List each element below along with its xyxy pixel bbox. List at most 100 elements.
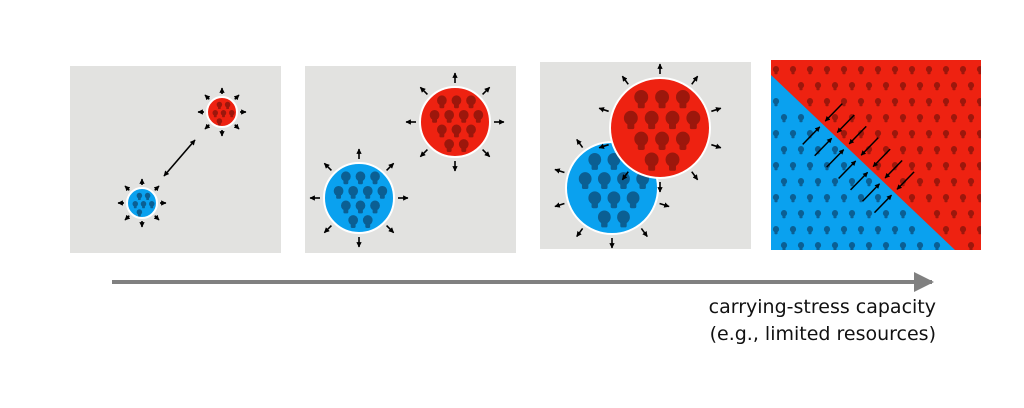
caption-line-2: (e.g., limited resources) <box>709 323 936 345</box>
cell-icon <box>950 114 958 123</box>
cell-icon <box>925 98 933 107</box>
cell-icon <box>229 109 235 118</box>
cell-icon <box>865 146 873 155</box>
pressure-arrow-icon <box>576 227 584 238</box>
cell-icon <box>216 118 223 126</box>
cell-icon <box>925 162 933 171</box>
cell-icon <box>950 178 958 187</box>
cell-icon <box>967 210 975 219</box>
pressure-arrow-icon <box>386 225 395 234</box>
cell-icon <box>675 89 690 109</box>
pressure-arrow-icon <box>873 194 893 214</box>
cell-icon <box>959 66 967 75</box>
cell-icon <box>831 242 839 250</box>
cell-icon <box>959 130 967 139</box>
cell-icon <box>985 178 991 186</box>
cell-icon <box>840 130 848 139</box>
cell-icon <box>848 82 856 91</box>
population-circle <box>117 178 167 228</box>
cell-icon <box>806 98 814 107</box>
pressure-arrow-icon <box>802 126 821 145</box>
cell-icon <box>967 146 975 155</box>
cell-icon <box>942 194 950 203</box>
cell-icon <box>925 66 933 75</box>
cell-icon <box>437 124 447 138</box>
pressure-arrow-icon <box>233 94 240 101</box>
cell-icon <box>857 194 865 203</box>
pressure-arrow-icon <box>691 75 699 85</box>
cell-icon <box>857 98 865 107</box>
pressure-arrow-icon <box>124 185 131 192</box>
cell-icon <box>899 210 907 219</box>
pressure-arrow-icon <box>896 171 915 190</box>
pressure-arrow-icon <box>576 138 584 149</box>
cell-icon <box>848 210 856 219</box>
cell-icon <box>634 89 649 109</box>
cell-icon <box>865 178 873 187</box>
cell-icon <box>224 101 231 109</box>
cell-icon <box>985 210 991 218</box>
cell-icon <box>797 114 805 123</box>
axis-caption: carrying-stress capacity (e.g., limited … <box>709 294 936 348</box>
cell-icon <box>882 210 890 219</box>
cell-icon <box>814 178 822 187</box>
cell-icon <box>985 242 991 250</box>
pressure-arrow-icon <box>872 148 891 168</box>
cell-icon <box>933 178 941 187</box>
cell-icon <box>899 114 907 123</box>
cell-icon <box>959 98 967 107</box>
cell-icon <box>831 178 839 187</box>
cell-icon <box>665 110 680 130</box>
cell-icon <box>933 146 941 155</box>
cell-icon <box>686 110 701 130</box>
pressure-arrow-icon <box>323 162 332 171</box>
cell-icon <box>588 152 602 170</box>
population-circle <box>197 87 247 137</box>
cell-icon <box>458 139 469 152</box>
cell-icon <box>908 130 916 139</box>
cell-icon <box>617 210 630 228</box>
cell-icon <box>950 210 958 219</box>
cell-icon <box>874 194 882 203</box>
cell-icon <box>950 146 958 155</box>
cell-icon <box>891 130 899 139</box>
cell-icon <box>916 146 924 155</box>
pressure-arrow-icon <box>848 125 867 145</box>
cell-icon <box>623 110 638 130</box>
cell-icon <box>132 200 138 209</box>
cell-icon <box>976 226 981 235</box>
cell-icon <box>857 66 865 75</box>
population-circle <box>598 63 722 193</box>
stage-4-panel <box>771 60 991 250</box>
cell-icon <box>466 95 476 109</box>
cell-icon <box>789 66 797 75</box>
pressure-arrow-icon <box>153 185 160 192</box>
cell-icon <box>899 82 907 91</box>
cell-icon <box>797 82 805 91</box>
cell-icon <box>985 114 991 122</box>
pressure-arrow-icon <box>711 107 722 113</box>
cell-icon <box>865 114 873 123</box>
cell-icon <box>212 109 218 118</box>
cell-icon <box>370 171 380 185</box>
pressure-arrow-icon <box>204 123 211 130</box>
cell-icon <box>967 114 975 123</box>
cell-icon <box>814 82 822 91</box>
cell-icon <box>444 139 455 152</box>
pressure-arrow-icon <box>482 86 491 95</box>
stage-3-panel <box>540 62 751 249</box>
cell-icon <box>925 130 933 139</box>
cell-icon <box>916 178 924 187</box>
pressure-arrow-icon <box>659 202 670 208</box>
cell-icon <box>814 210 822 219</box>
cell-icon <box>942 162 950 171</box>
cell-icon <box>136 209 143 217</box>
cell-icon <box>341 171 351 185</box>
cell-icon <box>976 162 981 171</box>
cell-icon <box>789 194 797 203</box>
cell-icon <box>967 242 975 250</box>
pressure-arrow-icon <box>861 183 881 202</box>
cell-icon <box>933 82 941 91</box>
cell-icon <box>908 98 916 107</box>
cell-icon <box>136 192 143 200</box>
